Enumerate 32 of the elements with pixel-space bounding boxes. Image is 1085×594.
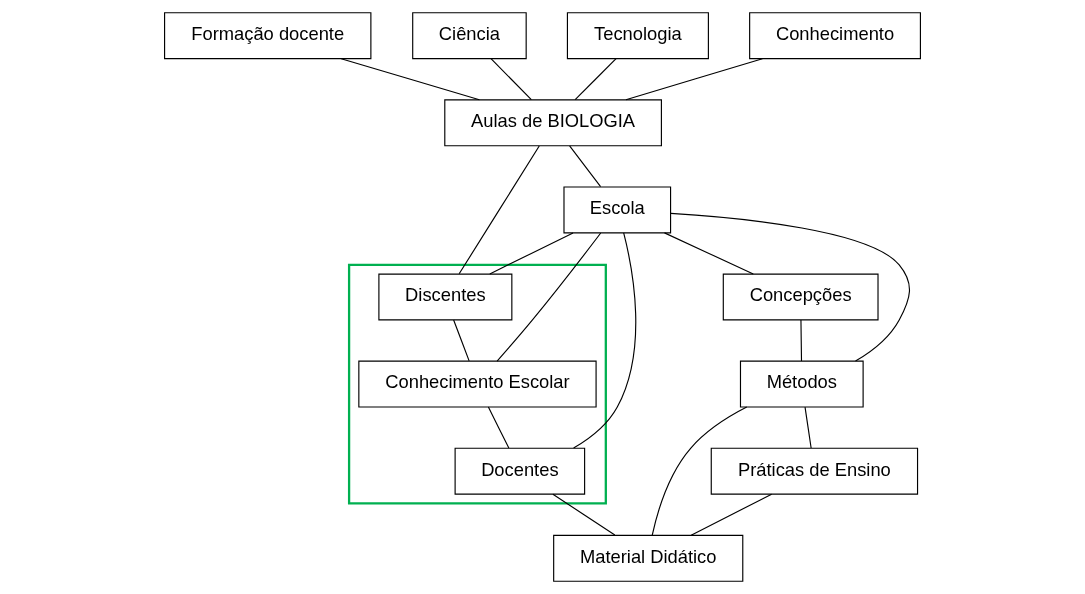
connector xyxy=(453,319,470,362)
node-box: Escola xyxy=(563,186,672,234)
connector xyxy=(552,493,616,536)
node-box: Docentes xyxy=(454,447,586,495)
node-box: Aulas de BIOLOGIA xyxy=(444,99,662,147)
node-box: Material Didático xyxy=(553,534,744,582)
node-box: Métodos xyxy=(739,360,864,408)
connector xyxy=(574,58,617,101)
connector xyxy=(690,493,773,536)
connector xyxy=(663,232,754,275)
connector xyxy=(496,232,602,362)
node-box: Conhecimento xyxy=(749,12,921,60)
node-box: Ciência xyxy=(412,12,527,60)
connector xyxy=(651,406,748,536)
connector xyxy=(569,145,602,188)
connector xyxy=(670,212,910,362)
connector xyxy=(573,232,637,449)
node-box: Concepções xyxy=(722,273,879,321)
connector xyxy=(490,58,532,101)
node-box: Tecnologia xyxy=(566,12,709,60)
connector xyxy=(487,406,510,449)
cluster xyxy=(347,263,607,505)
connector xyxy=(804,406,812,449)
connector xyxy=(625,58,763,101)
node-box: Práticas de Ensino xyxy=(710,447,919,495)
node-box: Discentes xyxy=(378,273,513,321)
connector xyxy=(800,319,803,362)
node-box: Conhecimento Escolar xyxy=(358,360,597,408)
connector xyxy=(489,232,574,275)
connector xyxy=(340,58,480,101)
node-box: Formação docente xyxy=(164,12,372,60)
connector xyxy=(458,145,540,275)
